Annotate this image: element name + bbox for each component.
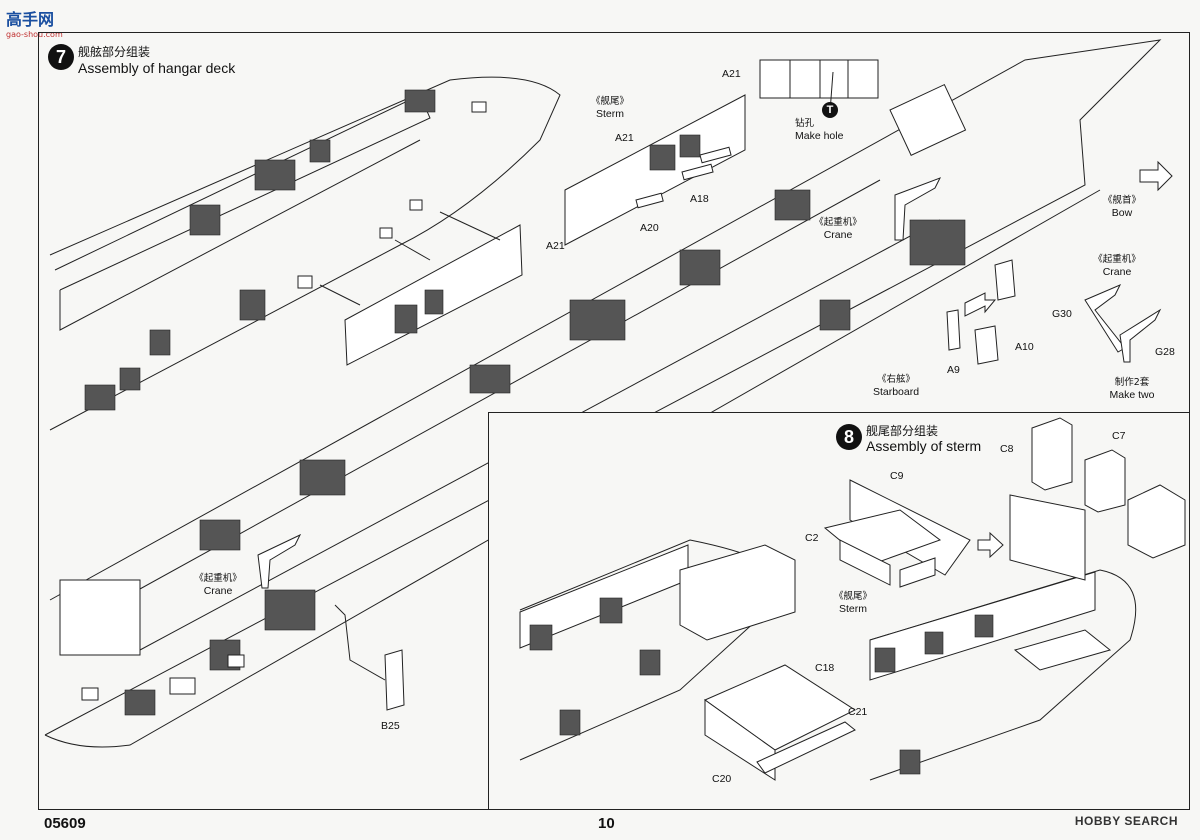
label-crane-1-cn: 《起重机》 [814, 217, 862, 228]
label-starboard: 《右舷》 Starboard [873, 374, 919, 398]
label-c21: C21 [848, 706, 868, 718]
sterm-box-c18 [703, 664, 857, 781]
step7-title-en: Assembly of hangar deck [78, 60, 236, 76]
label-bow-cn: 《舰首》 [1102, 195, 1142, 206]
part-b25 [334, 604, 405, 711]
label-make-two-en: Make two [1109, 389, 1155, 401]
sterm-parts-c7-c8 [1031, 417, 1186, 559]
label-crane-1-en: Crane [823, 229, 853, 241]
crane-parts [257, 177, 1162, 589]
label-c7: C7 [1112, 430, 1126, 442]
label-a21-mid: A21 [615, 132, 634, 144]
label-c2: C2 [805, 532, 819, 544]
label-g30: G30 [1052, 308, 1072, 320]
sterm-arrow [977, 531, 1004, 559]
step8-title-cn: 舰尾部分组装 [866, 424, 939, 438]
label-sterm-2-en: Sterm [838, 603, 868, 615]
watermark-site: 高手网 [6, 10, 55, 29]
parts-a9-a10 [946, 259, 1016, 365]
sterm-hull-left [519, 539, 796, 761]
label-crane-1: 《起重机》 Crane [814, 217, 862, 241]
watermark-url: gao-shou.com [6, 30, 63, 39]
label-crane-3-en: Crane [203, 585, 233, 597]
part-a21-panel [564, 94, 746, 246]
footer-page-number: 10 [598, 815, 615, 832]
label-c9: C9 [890, 470, 904, 482]
label-sterm-1-en: Sterm [595, 108, 625, 120]
drill-symbol: T [822, 102, 838, 118]
watermark-logo: 高手网 gao-shou.com [6, 6, 63, 39]
label-c8: C8 [1000, 443, 1014, 455]
label-a21-top: A21 [722, 68, 741, 80]
label-b25: B25 [381, 720, 400, 732]
label-a10: A10 [1015, 341, 1034, 353]
label-starboard-en: Starboard [872, 386, 920, 398]
label-sterm-1-cn: 《舰尾》 [590, 96, 630, 107]
drill-inset [759, 59, 879, 113]
sterm-hull-right [869, 494, 1137, 781]
label-c18: C18 [815, 662, 835, 674]
step7-badge: 7 [48, 44, 74, 70]
sterm-parts-c2-c9 [823, 479, 971, 588]
label-bow: 《舰首》 Bow [1103, 195, 1141, 219]
step8-badge: 8 [836, 424, 862, 450]
step8-title-en: Assembly of sterm [866, 438, 982, 454]
label-crane-2-cn: 《起重机》 [1093, 254, 1141, 265]
label-make-two-cn: 制作2套 [1114, 377, 1150, 388]
label-bow-en: Bow [1111, 207, 1133, 219]
label-crane-2: 《起重机》 Crane [1093, 254, 1141, 278]
footer-kit-code: 05609 [44, 815, 86, 832]
drill-note-cn: 钻孔 [795, 118, 815, 129]
label-g28: G28 [1155, 346, 1175, 358]
label-sterm-2: 《舰尾》 Sterm [834, 591, 872, 615]
label-sterm-2-cn: 《舰尾》 [833, 591, 873, 602]
label-make-two: 制作2套 Make two [1110, 377, 1155, 401]
label-sterm-1: 《舰尾》 Sterm [591, 96, 629, 120]
label-a9: A9 [947, 364, 960, 376]
label-c20: C20 [712, 773, 732, 785]
label-a18: A18 [690, 193, 709, 205]
label-crane-3-cn: 《起重机》 [194, 573, 242, 584]
drill-note-en: Make hole [795, 130, 844, 142]
main-hull [44, 39, 1162, 748]
footer-brand: HOBBY SEARCH [1074, 814, 1178, 828]
page-frame [38, 32, 1190, 810]
label-crane-3: 《起重机》 Crane [194, 573, 242, 597]
label-starboard-cn: 《右舷》 [876, 374, 915, 385]
label-a21-left: A21 [546, 240, 565, 252]
part-a21-wall [319, 211, 523, 366]
drill-note: 钻孔 Make hole [795, 118, 843, 142]
step7-title-cn: 舰舷部分组装 [78, 45, 151, 59]
label-a20: A20 [640, 222, 659, 234]
bow-arrow [1139, 160, 1173, 192]
upper-left-hull [49, 76, 561, 431]
label-crane-2-en: Crane [1102, 266, 1132, 278]
